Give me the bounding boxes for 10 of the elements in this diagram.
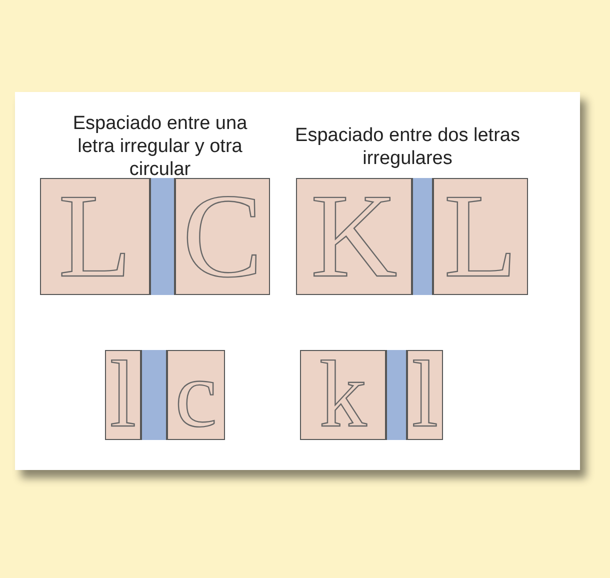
letter-tile: l: [105, 350, 141, 440]
letter-tile: L: [40, 178, 150, 295]
letter-tile: k: [300, 350, 386, 440]
letter-tile: K: [296, 178, 412, 295]
letter-tile: c: [167, 350, 225, 440]
caption-text: Espaciado entre una letra irregular y otra circular: [72, 112, 248, 181]
letter-tile: l: [407, 350, 443, 440]
letter-tile: L: [433, 178, 528, 295]
letter-tile: C: [175, 178, 270, 295]
caption-text: Espaciado entre dos letras irregulares: [294, 124, 521, 170]
